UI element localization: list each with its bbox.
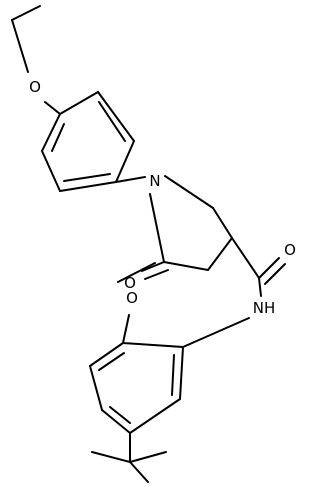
atom-labels: O N O O NH O [29, 78, 296, 317]
bond [59, 181, 117, 192]
bond-amide-carbonyl [258, 257, 280, 279]
pyrrolidinone-ring [141, 175, 233, 280]
phenyl-ring-bottom [89, 342, 184, 434]
bond-double-inner [98, 352, 125, 371]
bond-double-inner [63, 173, 111, 182]
atom-label-oxygen-ethoxy: O [29, 78, 41, 96]
bond [41, 113, 61, 152]
bond-ring-to-oxygen [122, 314, 130, 344]
bond [149, 193, 165, 263]
atom-label-oxygen-amide: O [284, 241, 296, 259]
bond-double-inner [171, 354, 175, 396]
atom-label-oxygen-methoxy: O [126, 289, 138, 307]
bond [179, 346, 184, 400]
bond [89, 342, 124, 367]
bond-ethyl-terminal [11, 5, 41, 21]
atom-label-oxygen-lactam: O [124, 274, 136, 292]
molecule-structure: O N O O NH O [11, 5, 296, 483]
bond-double-inner [109, 406, 131, 424]
bond-oxygen-to-ring [44, 101, 61, 115]
bond [129, 461, 149, 483]
bond [41, 150, 61, 192]
bond [122, 342, 184, 348]
ethyl-group [11, 5, 61, 115]
bond [212, 207, 233, 239]
bond [115, 140, 135, 183]
bond [231, 237, 260, 279]
bond [163, 261, 209, 271]
methoxy-group [117, 262, 156, 344]
atom-label-nitrogen-amide: NH [253, 299, 276, 317]
phenyl-ring-top [41, 91, 135, 192]
tert-butyl-group [91, 432, 167, 483]
bond-lactam-carbonyl [141, 261, 165, 272]
bond [129, 451, 167, 463]
bond-nh-to-ring [182, 317, 250, 348]
bond [89, 365, 103, 411]
bond-to-nh [258, 277, 262, 297]
bond-lactam-carbonyl [144, 269, 169, 280]
bond-phenyl-to-n [115, 176, 146, 183]
bond [91, 451, 131, 463]
bond [207, 237, 233, 271]
bond [97, 91, 135, 142]
atom-label-nitrogen-ring: N [149, 172, 160, 190]
bond-ethyl-to-oxygen [11, 19, 29, 73]
carboxamide [182, 237, 286, 348]
bond [164, 175, 214, 209]
bond-oxygen-to-methyl [117, 262, 156, 283]
bond [101, 409, 131, 434]
bond [59, 91, 99, 115]
bond [129, 398, 181, 434]
bond-double-inner [98, 101, 126, 142]
bond-double-inner [51, 123, 65, 152]
bond-amide-carbonyl [264, 263, 286, 285]
